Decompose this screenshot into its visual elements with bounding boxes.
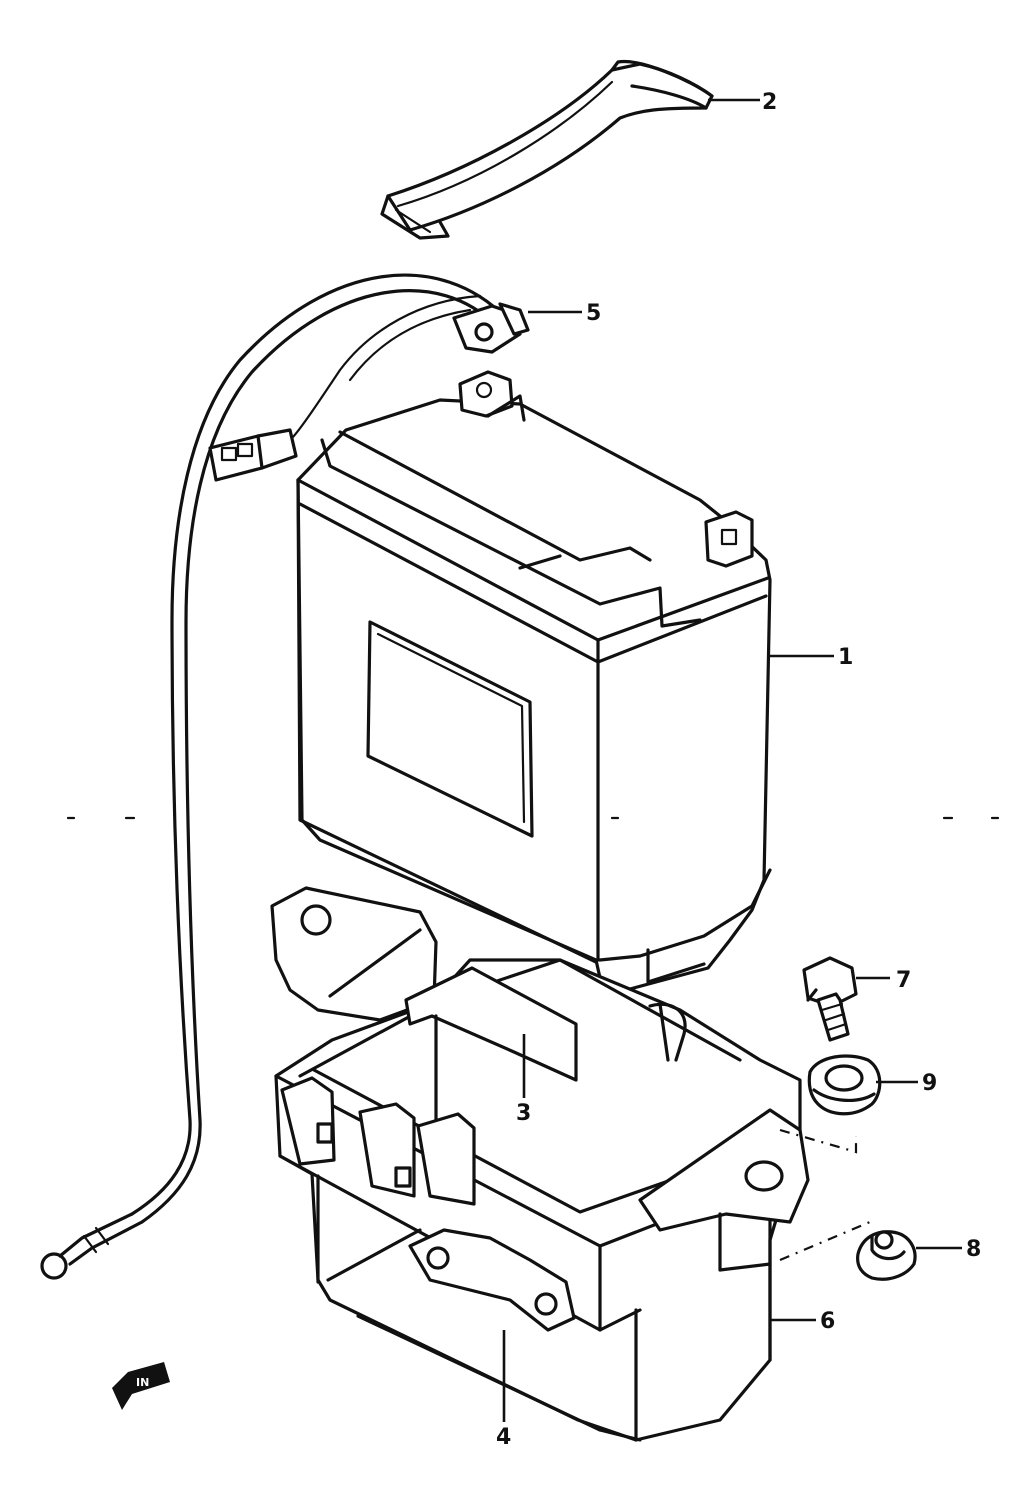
callout-7: 7 <box>896 968 911 993</box>
callout-3: 3 <box>516 1101 531 1126</box>
bolt <box>802 956 858 1042</box>
callout-leaders <box>502 98 962 1422</box>
callout-4: 4 <box>496 1425 511 1450</box>
callout-1: 1 <box>838 645 853 670</box>
front-arrow-label: IN <box>136 1376 149 1389</box>
assembly-line-9 <box>779 1128 858 1154</box>
callout-6: 6 <box>820 1309 835 1334</box>
callout-9: 9 <box>922 1071 937 1096</box>
battery <box>296 370 772 998</box>
battery-strap <box>380 59 714 240</box>
callout-8: 8 <box>966 1237 981 1262</box>
callout-2: 2 <box>762 90 777 115</box>
battery-holder <box>270 886 810 1442</box>
front-direction-arrow: IN <box>112 1362 170 1410</box>
callout-5: 5 <box>586 301 601 326</box>
grommet <box>856 1230 917 1281</box>
assembly-line-8 <box>779 1220 871 1262</box>
battery-lead-wire <box>40 273 530 1280</box>
cushion <box>807 1054 882 1116</box>
